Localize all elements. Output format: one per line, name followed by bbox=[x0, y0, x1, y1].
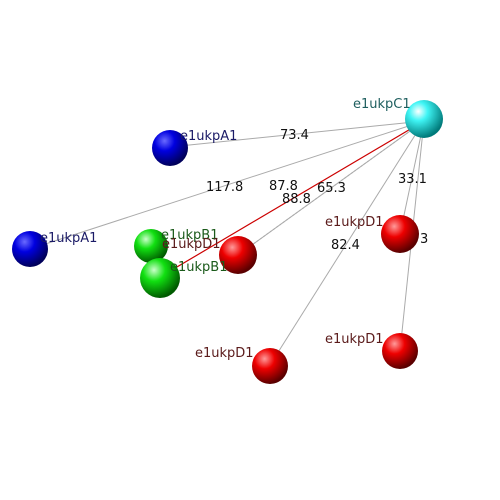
edge-c1-d1b bbox=[399, 120, 425, 235]
distance-labels: 73.4 117.8 87.8 88.8 65.3 33.1 82.4 bbox=[206, 128, 427, 253]
distance-label: 65.3 bbox=[317, 181, 346, 196]
partial-distance-label: 3 bbox=[420, 232, 428, 247]
node-label-d1d: e1ukpD1 bbox=[325, 332, 384, 347]
distance-label: 82.4 bbox=[331, 238, 360, 253]
node-label-d1c: e1ukpD1 bbox=[195, 346, 254, 361]
node-label-a1a: e1ukpA1 bbox=[180, 129, 237, 144]
distance-label: 33.1 bbox=[398, 172, 427, 187]
node-sphere-d1a[interactable] bbox=[219, 236, 257, 274]
distance-label: 73.4 bbox=[280, 128, 309, 143]
node-sphere-a1a[interactable] bbox=[152, 130, 188, 166]
edge-c1-d1c bbox=[269, 120, 425, 366]
node-label-b1a: e1ukpB1 bbox=[161, 228, 218, 243]
edge-c1-a1b bbox=[29, 120, 425, 250]
distance-label: 88.8 bbox=[282, 192, 311, 207]
node-labels: e1ukpC1 e1ukpA1 e1ukpA1 e1ukpB1 e1ukpD1 … bbox=[40, 97, 428, 361]
node-sphere-b1b[interactable] bbox=[140, 258, 180, 298]
edge-c1-a1a bbox=[169, 120, 425, 148]
node-sphere-b1a[interactable] bbox=[134, 229, 168, 263]
node-sphere-c1[interactable] bbox=[405, 100, 443, 138]
node-sphere-d1b[interactable] bbox=[381, 215, 419, 253]
node-sphere-a1b[interactable] bbox=[12, 231, 48, 267]
edge-c1-d1a bbox=[237, 120, 425, 256]
node-label-b1b: e1ukpB1 bbox=[170, 260, 227, 275]
node-sphere-d1c[interactable] bbox=[252, 348, 288, 384]
edge-c1-b1b bbox=[159, 120, 425, 278]
distance-label: 117.8 bbox=[206, 180, 243, 195]
node-label-c1: e1ukpC1 bbox=[353, 97, 411, 112]
nodes-layer bbox=[12, 100, 443, 384]
node-label-a1b: e1ukpA1 bbox=[40, 231, 97, 246]
node-label-d1e: e1ukpD1 bbox=[162, 237, 221, 252]
edges-layer bbox=[29, 120, 425, 366]
node-label-d1b: e1ukpD1 bbox=[325, 215, 384, 230]
distance-label: 87.8 bbox=[269, 179, 298, 194]
node-sphere-d1d[interactable] bbox=[382, 333, 418, 369]
